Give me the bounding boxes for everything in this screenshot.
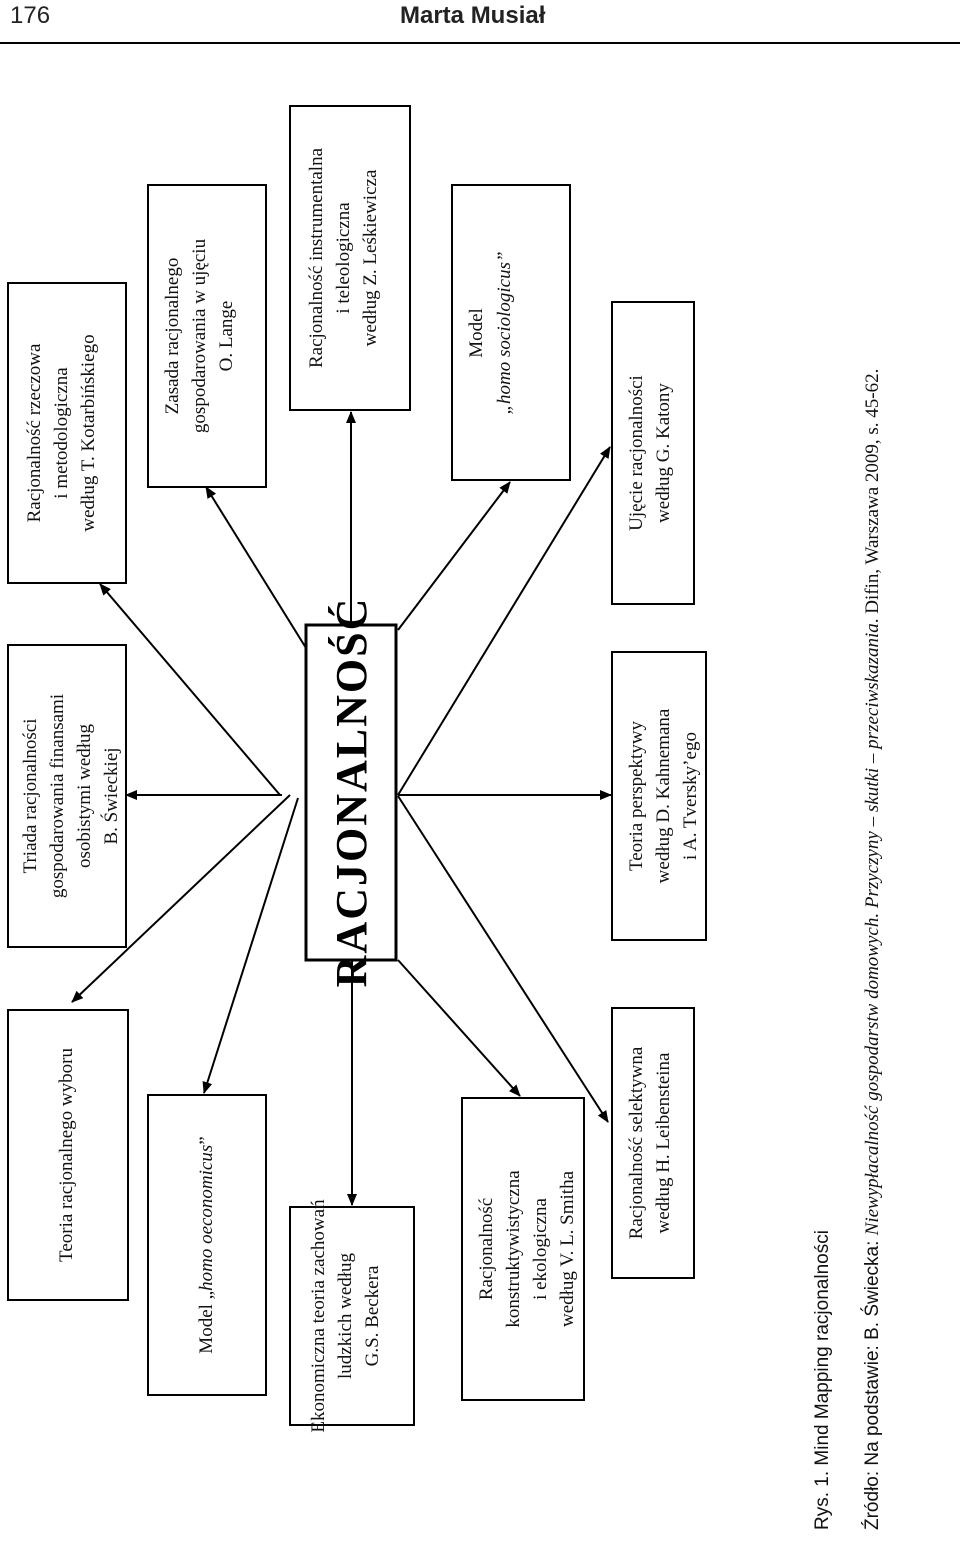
node-line: Racjonalność xyxy=(476,1198,497,1300)
figure-title: Rys. 1. Mind Mapping racjonalności xyxy=(812,1230,833,1530)
node-label-suffix: ” xyxy=(196,1136,217,1144)
node-smith: Racjonalność konstruktywistyczna i ekolo… xyxy=(461,1097,585,1401)
node-line: konstruktywistyczna xyxy=(503,1170,524,1328)
node-teoria-racjonalnego-wyboru: Teoria racjonalnego wyboru xyxy=(7,1009,129,1301)
center-node-label: RACJONALNOŚĆ xyxy=(327,597,376,988)
node-leskiewicz: Racjonalność instrumentalna i teleologic… xyxy=(289,105,411,411)
arrow-to-homo-oeconomicus xyxy=(202,797,299,1094)
node-line: Zasada racjonalnego xyxy=(162,258,183,415)
arrow-to-sociologicus xyxy=(397,481,511,631)
node-line: ludzkich według xyxy=(335,1252,356,1379)
node-label: Model „homo oeconomicus” xyxy=(196,1136,217,1353)
node-line: Teoria perspektywy xyxy=(626,720,647,871)
node-line: B. Świeckiej xyxy=(100,747,122,844)
node-line: Triada racjonalności xyxy=(20,719,41,874)
node-line: i ekologiczna xyxy=(530,1198,551,1300)
arrow-to-lange xyxy=(205,486,307,649)
node-line: Model xyxy=(466,308,487,358)
node-line: i teleologiczna xyxy=(333,202,354,314)
node-triada-swieckiej: Triada racjonalności gospodarowania fina… xyxy=(7,644,127,948)
node-katona: Ujęcie racjonalności według G. Katony xyxy=(611,301,695,605)
source-prefix: Źródło: Na podstawie: B. Świecka: xyxy=(861,1235,883,1530)
node-line: Racjonalność instrumentalna xyxy=(306,147,327,368)
node-line: według Z. Leśkiewicza xyxy=(360,169,381,346)
node-line: i A. Tversky’ego xyxy=(680,732,701,860)
node-line: O. Lange xyxy=(216,301,237,372)
connector-arrows xyxy=(71,411,612,1206)
node-line: gospodarowania w ujęciu xyxy=(189,238,210,433)
node-label-prefix: Model „ xyxy=(196,1291,217,1354)
node-line: Ujęcie racjonalności xyxy=(626,375,647,531)
node-line: Ekonomiczna teoria zachowań xyxy=(308,1199,329,1433)
node-becker: Ekonomiczna teoria zachowań ludzkich wed… xyxy=(289,1199,415,1433)
arrow-to-kotarbinski xyxy=(99,583,281,796)
node-label-italic: homo oeconomicus xyxy=(196,1145,217,1291)
node-line: według T. Kotarbińskiego xyxy=(78,334,99,531)
node-line: G.S. Beckera xyxy=(362,1265,383,1366)
figure-source: Źródło: Na podstawie: B. Świecka: Niewyp… xyxy=(861,369,883,1530)
page-number: 176 xyxy=(10,2,51,29)
node-line: według G. Katony xyxy=(653,383,674,523)
node-line: gospodarowania finansami xyxy=(47,694,68,898)
node-line: według V. L. Smitha xyxy=(557,1170,578,1327)
node-line: według H. Leibensteina xyxy=(653,1052,674,1234)
center-node: RACJONALNOŚĆ xyxy=(304,597,398,988)
node-homo-oeconomicus: Model „homo oeconomicus” xyxy=(147,1094,267,1396)
center-node-box xyxy=(304,623,398,962)
arrow-to-katona xyxy=(397,446,611,796)
node-line: Racjonalność selektywna xyxy=(626,1046,647,1239)
figure-caption: Rys. 1. Mind Mapping racjonalności Źródł… xyxy=(812,369,883,1530)
node-line: Teoria racjonalnego wyboru xyxy=(56,1048,77,1262)
arrow-to-smith xyxy=(397,959,521,1097)
running-head-author: Marta Musiał xyxy=(400,2,546,29)
node-lange: Zasada racjonalnego gospodarowania w uję… xyxy=(147,184,267,488)
node-line: według D. Kahnemana xyxy=(653,708,674,883)
node-line-italic: „homo sociologicus” xyxy=(494,251,515,414)
node-leibenstein: Racjonalność selektywna według H. Leiben… xyxy=(611,1007,695,1279)
node-line: Racjonalność rzeczowa xyxy=(24,343,45,522)
page-header: 176 Marta Musiał xyxy=(0,0,960,44)
node-kahneman: Teoria perspektywy według D. Kahnemana i… xyxy=(611,651,707,941)
node-homo-sociologicus: Model „homo sociologicus” xyxy=(451,184,571,481)
node-kotarbinski: Racjonalność rzeczowa i metodologiczna w… xyxy=(7,282,127,584)
source-suffix: . Difin, Warszawa 2009, s. 45-62. xyxy=(862,369,883,624)
arrow-to-leibenstein xyxy=(397,795,609,1123)
node-line: i metodologiczna xyxy=(51,367,72,499)
node-line: osobistymi według xyxy=(74,723,95,868)
source-title: Niewypłacalność gospodarstw domowych. Pr… xyxy=(862,623,883,1236)
arrow-to-teoria-wyboru xyxy=(71,794,291,1003)
